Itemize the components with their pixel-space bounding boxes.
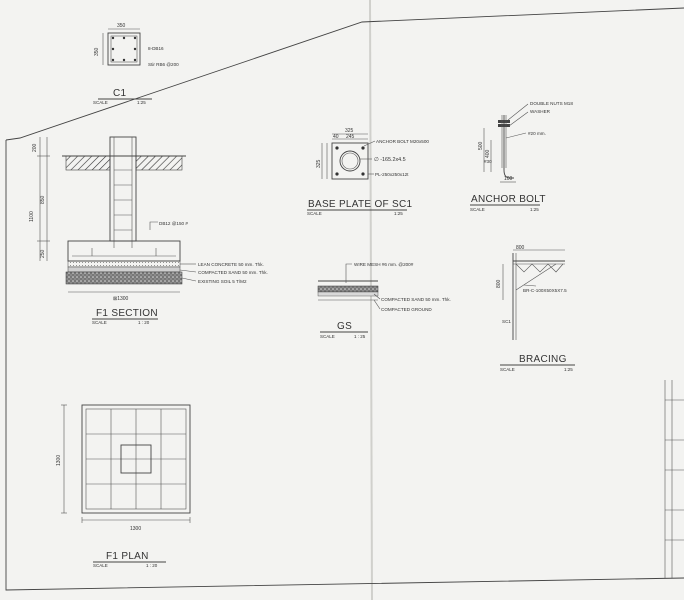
bracing-detail: 800 800 BR-C-100X50X5X7.5 SC1 BRACING SC… xyxy=(496,245,575,372)
base-plate-scale-label: SCALE xyxy=(307,211,322,216)
c1-scale-value: 1:25 xyxy=(137,100,146,105)
sheet-border xyxy=(5,7,684,591)
f1-section-soil-label: EXISTING SOIL 5 T/M2 xyxy=(198,279,247,284)
gs-mesh-label: WIRE MESH #6 mm. @200# xyxy=(354,262,414,267)
c1-scale-label: SCALE xyxy=(93,100,108,105)
gs-scale-label: SCALE xyxy=(320,334,335,339)
c1-dim-height: 350 xyxy=(94,47,100,56)
f1-section-dim-200: 200 xyxy=(32,143,38,152)
f1-section-dim-850: 850 xyxy=(40,195,46,204)
f1-section-dowel-label: DB12 @150 # xyxy=(159,221,188,226)
gs-scale-value: 1 : 25 xyxy=(354,334,366,339)
bracing-dim-800: 800 xyxy=(516,245,525,251)
title-block-edge xyxy=(664,380,684,578)
anchor-bolt-nuts-label: DOUBLE NUTS M18 xyxy=(530,101,573,106)
anchor-bolt-scale-value: 1:25 xyxy=(530,207,539,212)
c1-title: C1 xyxy=(113,88,127,99)
f1-section-scale-value: 1 : 20 xyxy=(138,320,150,325)
gs-title: GS xyxy=(337,321,352,332)
bracing-member-label: BR-C-100X50X5X7.5 xyxy=(523,288,567,293)
f1-section-scale-label: SCALE xyxy=(92,320,107,325)
bracing-title: BRACING xyxy=(519,354,567,365)
gs-ground-label: COMPACTED GROUND xyxy=(381,307,432,312)
base-plate-dim-40: 40 xyxy=(333,134,339,140)
anchor-bolt-dim-100: 100 xyxy=(504,176,513,182)
f1-section-width: ⊠1300 xyxy=(113,296,129,302)
bracing-scale-value: 1:25 xyxy=(564,367,573,372)
base-plate-title: BASE PLATE OF SC1 xyxy=(308,199,413,210)
anchor-bolt-dim-400: 400 xyxy=(485,149,491,158)
gs-sand-label: COMPACTED SAND 50 mm. Thk. xyxy=(381,297,451,302)
gs-detail: WIRE MESH #6 mm. @200# COMPACTED SAND 50… xyxy=(317,262,451,339)
anchor-bolt-scale-label: SCALE xyxy=(470,207,485,212)
f1-section-lean-label: LEAN CONCRETE 50 mm. Thk. xyxy=(198,262,264,267)
f1-section-dim-1100: 1100 xyxy=(29,211,35,222)
base-plate-dim-325v: 325 xyxy=(316,159,322,168)
base-plate-bolt-label: ANCHOR BOLT M20x500 xyxy=(376,139,429,144)
f1-plan-detail: 1300 1300 F1 PLAN SCALE 1 : 20 xyxy=(56,404,191,568)
f1-section-title: F1 SECTION xyxy=(96,308,158,319)
bracing-sc1-label: SC1 xyxy=(502,319,511,324)
anchor-bolt-dim-30: #30 xyxy=(484,159,492,164)
anchor-bolt-dim-500: 500 xyxy=(478,141,484,150)
c1-column-detail: 350 350 8-DB16 Stir RB6 @200 C1 SCALE 1:… xyxy=(93,23,179,105)
f1-plan-scale-label: SCALE xyxy=(93,563,108,568)
anchor-bolt-title: ANCHOR BOLT xyxy=(471,194,546,205)
f1-plan-dim-1300: 1300 xyxy=(130,526,141,532)
anchor-bolt-detail: DOUBLE NUTS M18 WASHER #20 mm. 500 400 #… xyxy=(470,101,573,212)
f1-section-detail: DB12 @150 # LEAN CONCRETE 50 mm. Thk. CO… xyxy=(29,136,268,325)
bracing-scale-label: SCALE xyxy=(500,367,515,372)
base-plate-dim-245: 245 xyxy=(346,134,355,140)
f1-plan-scale-value: 1 : 20 xyxy=(146,563,158,568)
base-plate-detail: 325 40 245 325 ANCHOR BOLT M20x500 ∅ -16… xyxy=(307,128,429,216)
anchor-bolt-washer-label: WASHER xyxy=(530,109,551,114)
base-plate-plate-label: PL-250x250x12t xyxy=(375,172,409,177)
f1-plan-dim-1300v: 1300 xyxy=(56,455,62,466)
bracing-dim-800v: 800 xyxy=(496,279,502,288)
c1-rebar-label: 8-DB16 xyxy=(148,46,164,51)
f1-plan-title: F1 PLAN xyxy=(106,551,149,562)
base-plate-scale-value: 1:25 xyxy=(394,211,403,216)
anchor-bolt-dia-label: #20 mm. xyxy=(528,131,546,136)
f1-section-sand-label: COMPACTED SAND 50 mm. Thk. xyxy=(198,270,268,275)
base-plate-dim-325: 325 xyxy=(345,128,354,134)
base-plate-pipe-label: ∅ -165.2x4.5 xyxy=(374,157,406,163)
f1-section-dim-250: 250 xyxy=(40,249,46,258)
c1-dim-width: 350 xyxy=(117,23,126,29)
c1-stirrup-label: Stir RB6 @200 xyxy=(148,62,179,67)
